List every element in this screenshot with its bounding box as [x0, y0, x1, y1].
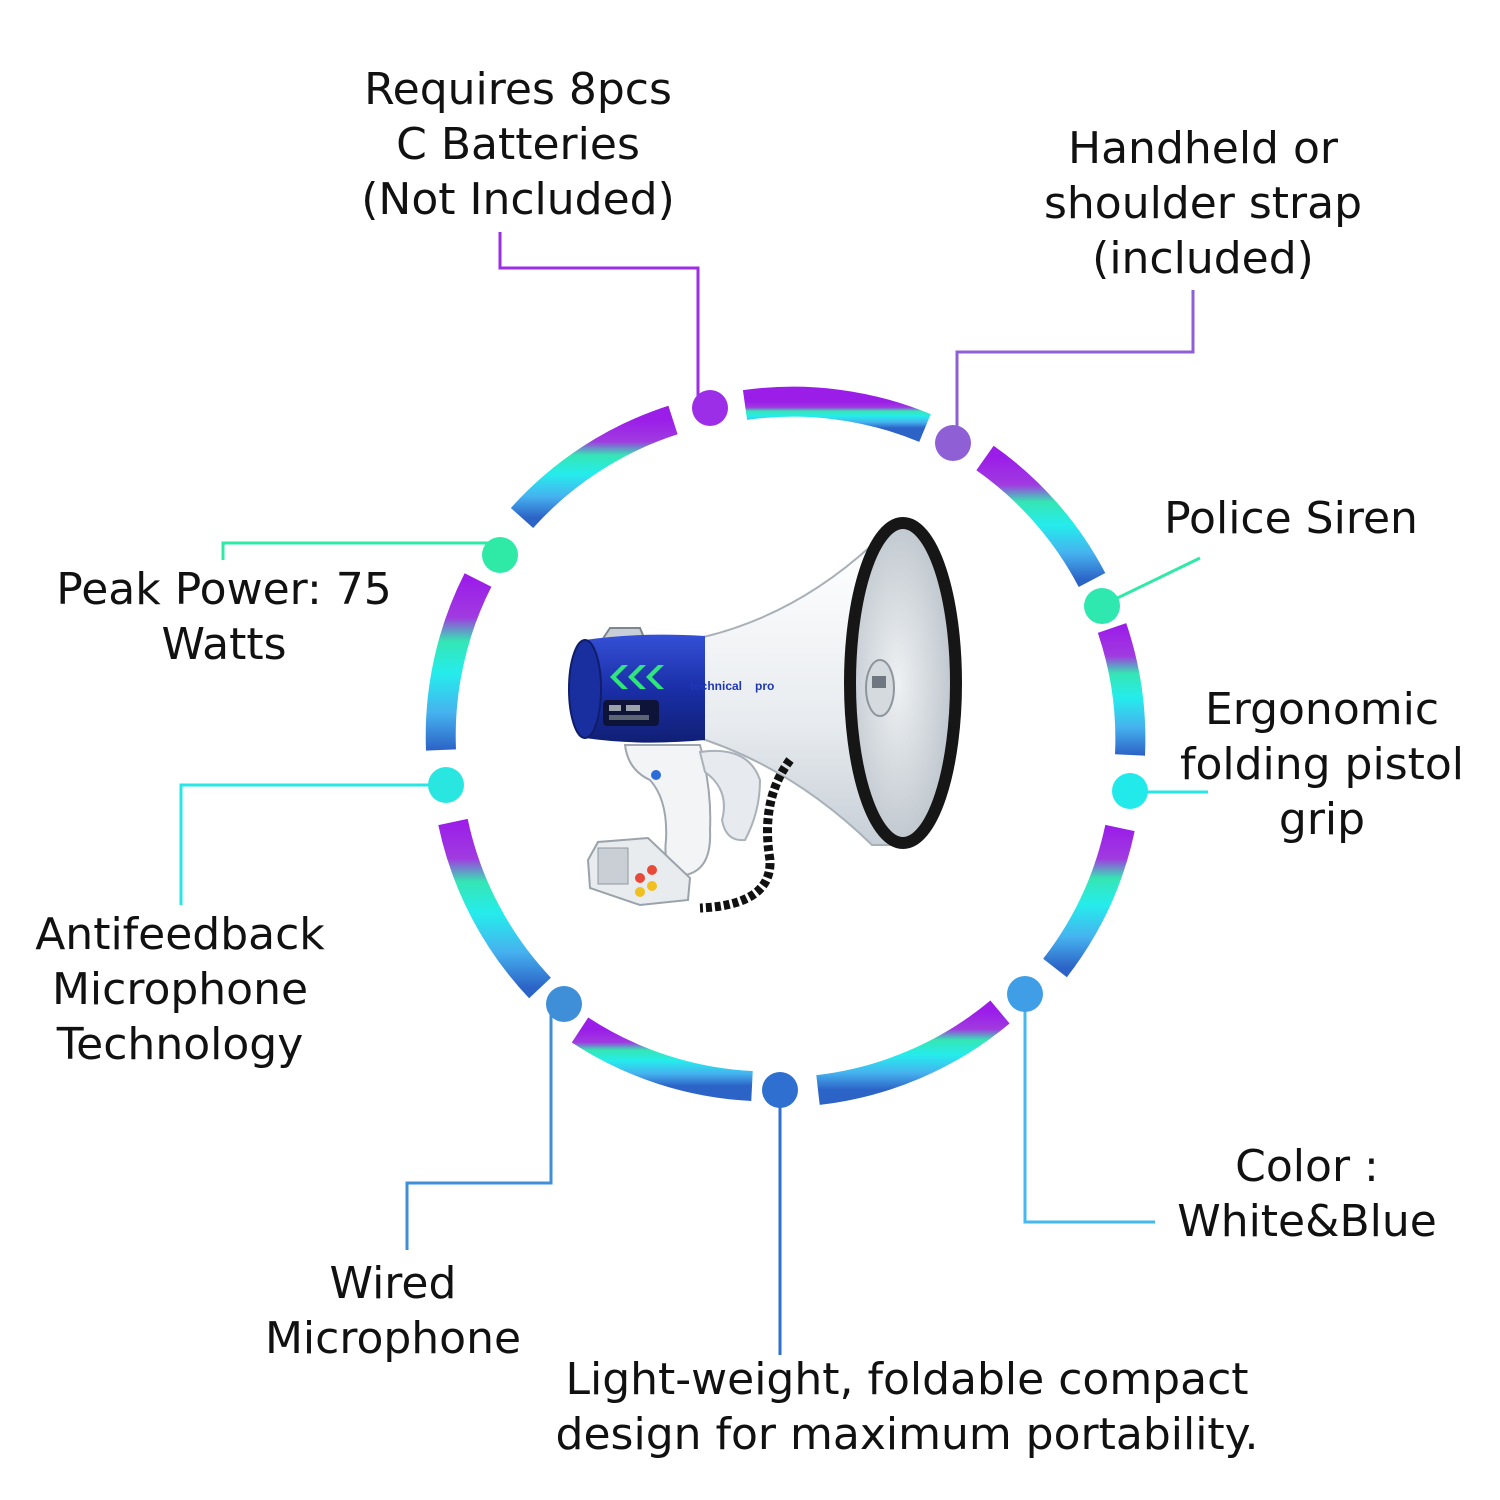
node-antifeedback — [428, 767, 464, 803]
feature-siren-line-1: Police Siren — [1164, 493, 1418, 544]
ring-arc-bottom-left — [571, 1017, 753, 1101]
ring-arc-right-lower — [1043, 824, 1135, 978]
ring-nodes — [428, 390, 1148, 1108]
feature-color-line-2: White&Blue — [1177, 1196, 1437, 1247]
led-chevrons — [610, 665, 664, 689]
coiled-cord — [699, 757, 794, 913]
node-grip — [1112, 773, 1148, 809]
feature-color-line-1: Color : — [1235, 1141, 1379, 1192]
feature-portable-line-1: Light-weight, foldable compact — [565, 1354, 1249, 1405]
node-siren — [1084, 588, 1120, 624]
node-wired — [546, 986, 582, 1022]
leader-siren — [1102, 556, 1201, 607]
ring-arc-bottom-right — [816, 1000, 1010, 1105]
feature-grip-line-1: Ergonomic — [1204, 684, 1440, 735]
leader-strap — [955, 290, 1195, 440]
feature-strap: Handheld or shoulder strap (included) — [1044, 121, 1362, 286]
trigger — [698, 749, 762, 842]
gradient-ring — [425, 386, 1146, 1105]
control-panel — [603, 700, 659, 726]
leader-power — [221, 541, 500, 560]
feature-power-line-2: Watts — [161, 619, 287, 670]
leader-batteries — [498, 232, 700, 400]
feature-antifeedback-line-1: Antifeedback — [35, 909, 325, 960]
feature-batteries-line-2: C Batteries — [396, 119, 640, 170]
feature-strap-line-1: Handheld or — [1068, 123, 1338, 174]
feature-siren: Police Siren — [1164, 491, 1418, 546]
leader-antifeedback — [179, 783, 447, 905]
feature-wired: Wired Microphone — [265, 1256, 521, 1366]
ring-arc-left-lower — [438, 818, 551, 999]
megaphone-image — [568, 517, 962, 913]
ring-arc-left — [425, 573, 492, 751]
feature-batteries: Requires 8pcs C Batteries (Not Included) — [361, 62, 675, 227]
feature-portable-line-2: design for maximum portability. — [555, 1409, 1259, 1460]
feature-color: Color : White&Blue — [1177, 1139, 1437, 1249]
feature-power-line-1: Peak Power: 75 — [56, 564, 392, 615]
node-power — [482, 537, 518, 573]
feature-portable: Light-weight, foldable compact design fo… — [556, 1352, 1259, 1462]
feature-power: Peak Power: 75 Watts — [56, 562, 392, 672]
feature-strap-line-3: (included) — [1092, 233, 1314, 284]
leader-color — [1023, 995, 1155, 1224]
brand-logo-left: technical — [690, 679, 742, 693]
ring-arc-right — [1097, 623, 1146, 756]
megaphone-mouth — [844, 517, 962, 849]
feature-grip: Ergonomic folding pistol grip — [1180, 682, 1464, 847]
ring-arc-right-upper — [976, 445, 1106, 588]
feature-grip-line-2: folding pistol — [1179, 739, 1465, 790]
ring-arc-top-right — [742, 386, 931, 442]
node-portable — [762, 1072, 798, 1108]
feature-wired-line-1: Wired — [329, 1258, 457, 1309]
feature-batteries-line-3: (Not Included) — [361, 174, 675, 225]
ring-arc-top-left — [510, 405, 678, 529]
feature-grip-line-3: grip — [1278, 794, 1366, 845]
feature-antifeedback: Antifeedback Microphone Technology — [35, 907, 325, 1072]
feature-strap-line-2: shoulder strap — [1043, 178, 1363, 229]
feature-wired-line-2: Microphone — [264, 1313, 522, 1364]
leader-wired — [405, 1005, 553, 1250]
feature-batteries-line-1: Requires 8pcs — [364, 64, 672, 115]
node-strap — [935, 425, 971, 461]
brand-logo-right: pro — [755, 679, 774, 693]
node-batteries — [692, 390, 728, 426]
feature-antifeedback-line-2: Microphone — [51, 964, 309, 1015]
feature-antifeedback-line-3: Technology — [56, 1019, 304, 1070]
node-color — [1007, 976, 1043, 1012]
